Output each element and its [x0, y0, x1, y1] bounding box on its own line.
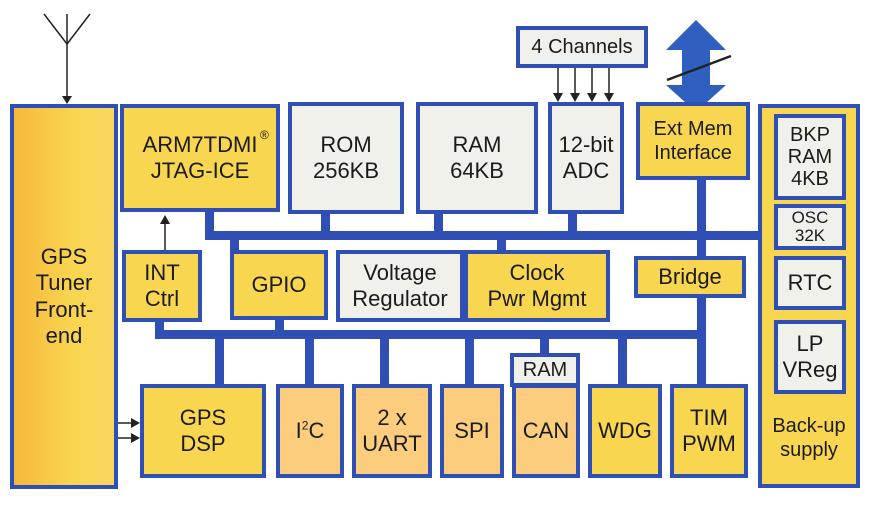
- can-label: CAN: [522, 417, 570, 443]
- gps-tuner-line-1: GPS: [40, 243, 88, 269]
- voltage-regulator-block: Voltage Regulator: [336, 250, 464, 322]
- bkp-line-1: BKP: [789, 124, 831, 146]
- dsp-line-1: GPS: [179, 404, 227, 430]
- bridge-block: Bridge: [634, 256, 746, 298]
- lower-bus: [155, 295, 706, 385]
- i2c-label: I2C: [296, 418, 325, 444]
- antenna-icon: [43, 13, 91, 104]
- bkp-ram-block: BKP RAM 4KB: [774, 114, 846, 200]
- bridge-label: Bridge: [658, 263, 722, 289]
- rom-line-1: ROM: [320, 131, 372, 157]
- lpvreg-line-1: LP: [796, 330, 824, 356]
- adc-block: 12-bit ADC: [548, 102, 624, 214]
- rom-line-2: 256KB: [312, 158, 380, 183]
- clock-line-1: Clock: [509, 259, 565, 285]
- gps-tuner-line-4: end: [45, 322, 83, 348]
- int-line-2: Ctrl: [144, 286, 180, 311]
- upper-bus: [205, 176, 760, 316]
- dsp-line-2: DSP: [180, 431, 226, 456]
- ext-mem-line-2: Interface: [654, 142, 732, 164]
- arm-core-block: ARM7TDMI JTAG-ICE: [120, 104, 280, 212]
- arm-line-1: ARM7TDMI: [142, 131, 258, 157]
- tim-line-2: PWM: [682, 431, 736, 456]
- clock-line-2: Pwr Mgmt: [487, 286, 587, 311]
- uart-line-2: UART: [362, 431, 422, 456]
- i2c-base: I: [295, 417, 302, 443]
- tuner-dsp-arrows: [116, 418, 140, 443]
- registered-mark: ®: [260, 128, 269, 142]
- bkp-line-2: RAM: [787, 146, 833, 168]
- gps-dsp-block: GPS DSP: [140, 384, 266, 478]
- adc-line-2: ADC: [562, 158, 610, 183]
- spi-block: SPI: [440, 384, 504, 478]
- ram-line-2: 64KB: [450, 158, 504, 183]
- wdg-label: WDG: [598, 417, 652, 443]
- gps-tuner-block: GPS Tuner Front- end: [10, 104, 118, 489]
- osc-line-1: OSC: [791, 208, 829, 228]
- adc-input-arrows: [553, 66, 614, 102]
- ext-mem-double-arrow-icon: [666, 20, 732, 112]
- int-ctrl-block: INT Ctrl: [122, 250, 202, 322]
- can-block: CAN: [512, 384, 580, 478]
- lpvreg-line-2: VReg: [782, 357, 838, 382]
- gpio-block: GPIO: [230, 250, 328, 320]
- osc-line-2: 32K: [794, 226, 826, 245]
- gps-tuner-line-2: Tuner: [35, 270, 93, 296]
- gps-tuner-line-3: Front-: [34, 296, 94, 322]
- vreg-line-1: Voltage: [363, 259, 437, 285]
- backup-line-2: supply: [780, 439, 838, 461]
- spi-label: SPI: [454, 417, 490, 443]
- i2c-block: I2C: [276, 384, 344, 478]
- vreg-line-2: Regulator: [352, 286, 448, 311]
- int-arrow: [160, 215, 170, 252]
- can-ram-block: RAM: [510, 353, 580, 387]
- uart-line-1: 2 x: [377, 404, 407, 430]
- arm-line-2: JTAG-ICE: [150, 158, 250, 183]
- i2c-rest: C: [308, 417, 325, 443]
- rom-block: ROM 256KB: [288, 102, 404, 214]
- rtc-label: RTC: [787, 269, 833, 295]
- ext-mem-block: Ext Mem Interface: [636, 102, 750, 180]
- uart-block: 2 x UART: [352, 384, 432, 478]
- int-line-1: INT: [144, 259, 180, 285]
- backup-line-1: Back-up: [772, 415, 846, 437]
- clock-pwr-block: Clock Pwr Mgmt: [464, 250, 610, 322]
- adc-line-1: 12-bit: [558, 131, 614, 157]
- tim-line-1: TIM: [690, 404, 728, 430]
- channels-label: 4 Channels: [531, 36, 633, 58]
- can-ram-label: RAM: [522, 359, 568, 381]
- tim-pwm-block: TIM PWM: [670, 384, 748, 478]
- channels-block: 4 Channels: [516, 26, 648, 68]
- rtc-block: RTC: [774, 256, 846, 310]
- ram-block: RAM 64KB: [416, 102, 538, 214]
- lp-vreg-block: LP VReg: [774, 320, 846, 394]
- ext-mem-line-1: Ext Mem: [653, 118, 733, 140]
- ram-line-1: RAM: [452, 131, 502, 157]
- bkp-line-3: 4KB: [791, 168, 829, 190]
- gpio-label: GPIO: [251, 271, 307, 297]
- wdg-block: WDG: [588, 384, 662, 478]
- osc-block: OSC 32K: [774, 204, 846, 250]
- i2c-sup: 2: [301, 418, 309, 433]
